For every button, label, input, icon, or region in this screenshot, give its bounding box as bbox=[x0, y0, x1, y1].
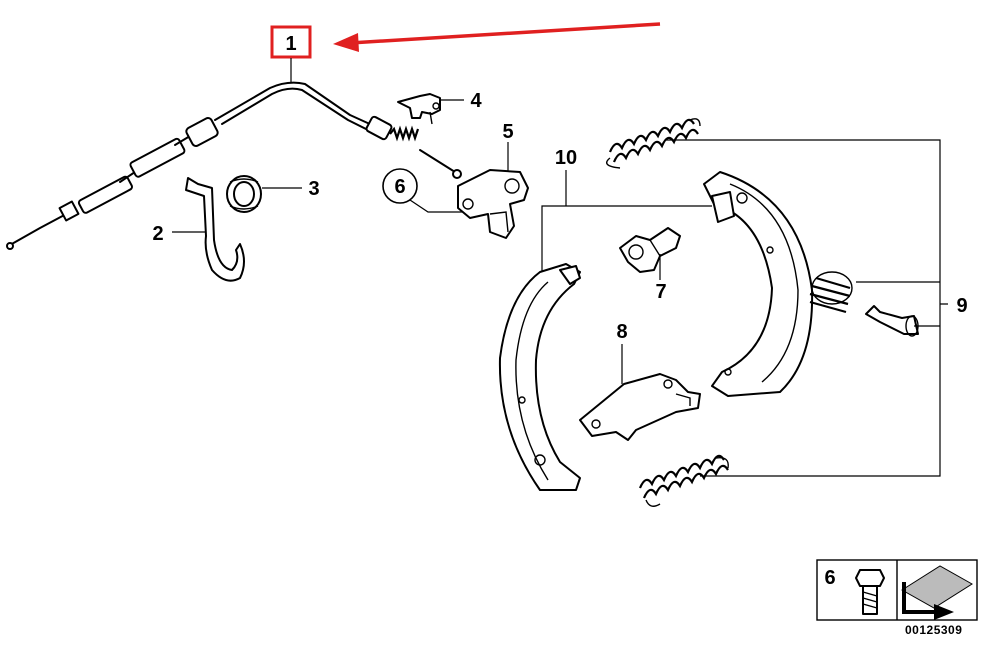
hold-down-pin[interactable] bbox=[865, 305, 919, 337]
highlight-arrow-shaft bbox=[349, 22, 661, 45]
callout-1[interactable]: 1 bbox=[285, 33, 296, 55]
callout-1-highlight-box bbox=[270, 25, 312, 59]
callout-5[interactable]: 5 bbox=[502, 121, 513, 143]
callout-9-leader bbox=[666, 139, 948, 477]
callout-6-circle bbox=[382, 168, 418, 204]
diagram-reference-code: 00125309 bbox=[905, 623, 963, 637]
rubber-grommet[interactable] bbox=[226, 175, 262, 213]
expander-lever[interactable] bbox=[579, 373, 701, 441]
brake-shoe-left[interactable] bbox=[498, 263, 581, 491]
callout-10-leader bbox=[541, 170, 712, 282]
callout-9[interactable]: 9 bbox=[956, 295, 967, 317]
brake-shoe-right[interactable] bbox=[703, 171, 814, 397]
legend-box: 6 bbox=[816, 559, 978, 621]
highlight-arrow-head bbox=[333, 33, 359, 52]
callout-8[interactable]: 8 bbox=[616, 321, 627, 343]
callout-3[interactable]: 3 bbox=[308, 178, 319, 200]
callout-6[interactable]: 6 bbox=[394, 176, 405, 198]
callout-7[interactable]: 7 bbox=[655, 281, 666, 303]
lower-return-spring[interactable] bbox=[638, 454, 729, 507]
adjuster[interactable] bbox=[619, 227, 681, 273]
hold-down-spring[interactable] bbox=[809, 271, 853, 314]
washer-arrow-icon bbox=[901, 565, 973, 620]
callout-10[interactable]: 10 bbox=[555, 147, 577, 169]
callout-2[interactable]: 2 bbox=[152, 223, 163, 245]
bolt-icon bbox=[855, 569, 885, 615]
spring-clip[interactable] bbox=[397, 93, 441, 125]
mounting-bracket[interactable] bbox=[457, 169, 529, 239]
callout-4[interactable]: 4 bbox=[470, 90, 482, 112]
upper-return-spring[interactable] bbox=[606, 118, 701, 169]
legend-number: 6 bbox=[824, 567, 835, 589]
handbrake-cable[interactable] bbox=[6, 58, 462, 250]
bracket-clip[interactable] bbox=[185, 177, 245, 282]
